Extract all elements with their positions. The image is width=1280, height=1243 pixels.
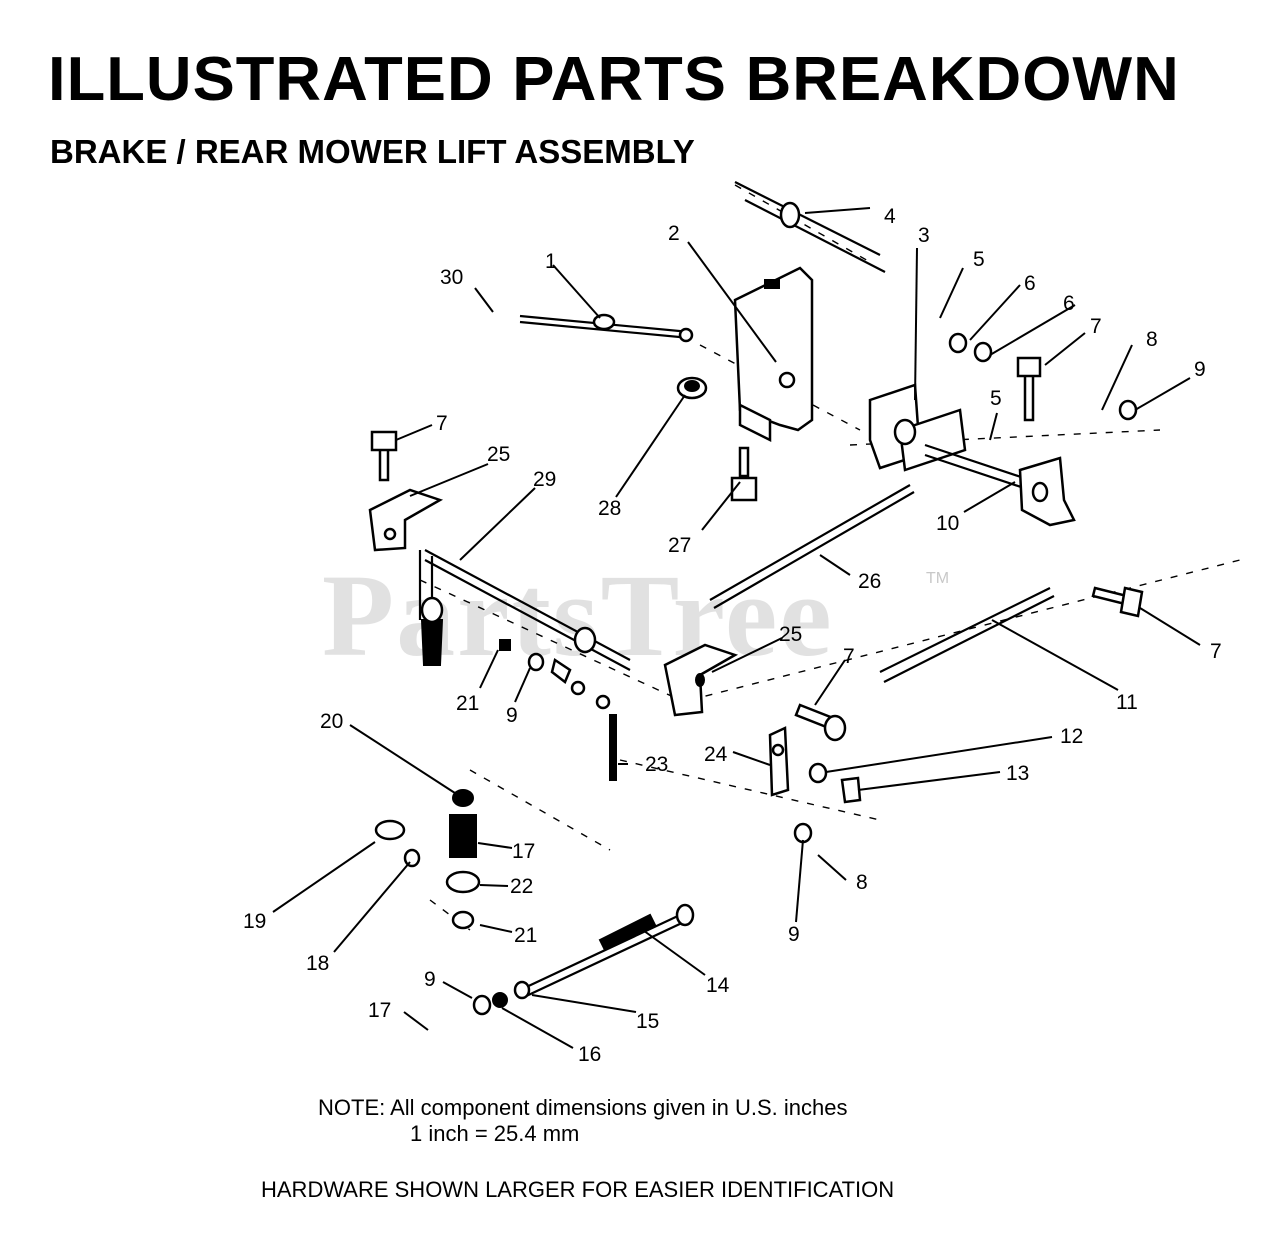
callout-11: 11 [1116,691,1138,714]
callout-2: 2 [668,222,680,245]
callout-8a: 8 [1146,328,1158,351]
callout-21a: 21 [456,692,479,715]
callout-1: 1 [545,250,557,273]
callout-7c: 7 [1210,640,1222,663]
part-25-bracket-right [663,643,739,717]
callout-24: 24 [704,743,728,766]
callout-25b: 25 [779,623,802,646]
small-parts-middle [499,639,617,781]
spring-assembly-left [420,596,444,666]
part-4-shaft [734,181,886,273]
part-24-bracket [768,726,790,797]
part-2-bracket [733,266,814,443]
part-26-rod [709,484,915,609]
callout-27: 27 [668,534,691,557]
callout-19: 19 [243,910,266,933]
part-7-bolt-b [370,430,398,482]
callout-12: 12 [1060,725,1083,748]
callout-3: 3 [918,224,930,247]
part-14-rod [519,903,695,999]
part-28-bushing [676,376,708,400]
callout-30: 30 [440,266,463,289]
part-25-bracket-left [368,488,444,552]
callout-17a: 17 [512,840,535,863]
callout-7a: 7 [1090,315,1102,338]
callout-17b: 17 [368,999,391,1022]
callout-5a: 5 [973,248,985,271]
callout-9d: 9 [424,968,436,991]
callout-26: 26 [858,570,881,593]
part-27-bolt [730,446,758,502]
part-7-bolt-d [794,703,847,742]
hardware-note: HARDWARE SHOWN LARGER FOR EASIER IDENTIF… [261,1177,895,1202]
watermark-logo: PartsTree [322,550,834,681]
callout-25a: 25 [487,443,510,466]
callout-20: 20 [320,710,343,733]
callout-7b: 7 [436,412,448,435]
callout-23: 23 [645,753,668,776]
callout-9a: 9 [1194,358,1206,381]
callout-29: 29 [533,468,556,491]
page-subtitle: BRAKE / REAR MOWER LIFT ASSEMBLY [50,133,695,170]
part-7-bolt-a [1016,356,1042,422]
callout-labels: 1 2 3 4 5 5 6 6 7 7 7 7 8 8 9 9 9 9 10 1… [243,205,1222,1066]
spring-stack [445,789,481,930]
page-title: ILLUSTRATED PARTS BREAKDOWN [48,45,1180,114]
callout-6a: 6 [1024,272,1036,295]
callout-16: 16 [578,1043,601,1066]
part-7-bolt-c [1091,586,1144,618]
callout-13: 13 [1006,762,1029,785]
part-1-brake-rod [519,313,694,343]
callout-15: 15 [636,1010,659,1033]
leader-lines [272,207,1201,1049]
washers-upper [948,332,1138,421]
washers-lower-right [793,762,862,844]
part-3-bracket [868,383,967,472]
part-29-rod [418,549,631,671]
callout-9b: 9 [506,704,518,727]
small-parts-bottom [472,980,531,1016]
callout-9c: 9 [788,923,800,946]
part-10-lift-shaft [924,443,1076,527]
assembly-guide-lines [419,184,1241,931]
callout-21b: 21 [514,924,537,947]
callout-6b: 6 [1063,292,1075,315]
callout-7d: 7 [843,645,855,668]
part-11-rod [879,587,1055,683]
pin-and-washer [374,819,421,868]
callout-5b: 5 [990,387,1002,410]
callout-28: 28 [598,497,621,520]
callout-8b: 8 [856,871,868,894]
callout-18: 18 [306,952,329,975]
dimensions-note: NOTE: All component dimensions given in … [318,1095,848,1120]
dimensions-conversion: 1 inch = 25.4 mm [410,1121,580,1146]
watermark-trademark: TM [926,570,950,587]
callout-14: 14 [706,974,730,997]
callout-22: 22 [510,875,533,898]
callout-4: 4 [884,205,896,228]
callout-10: 10 [936,512,959,535]
